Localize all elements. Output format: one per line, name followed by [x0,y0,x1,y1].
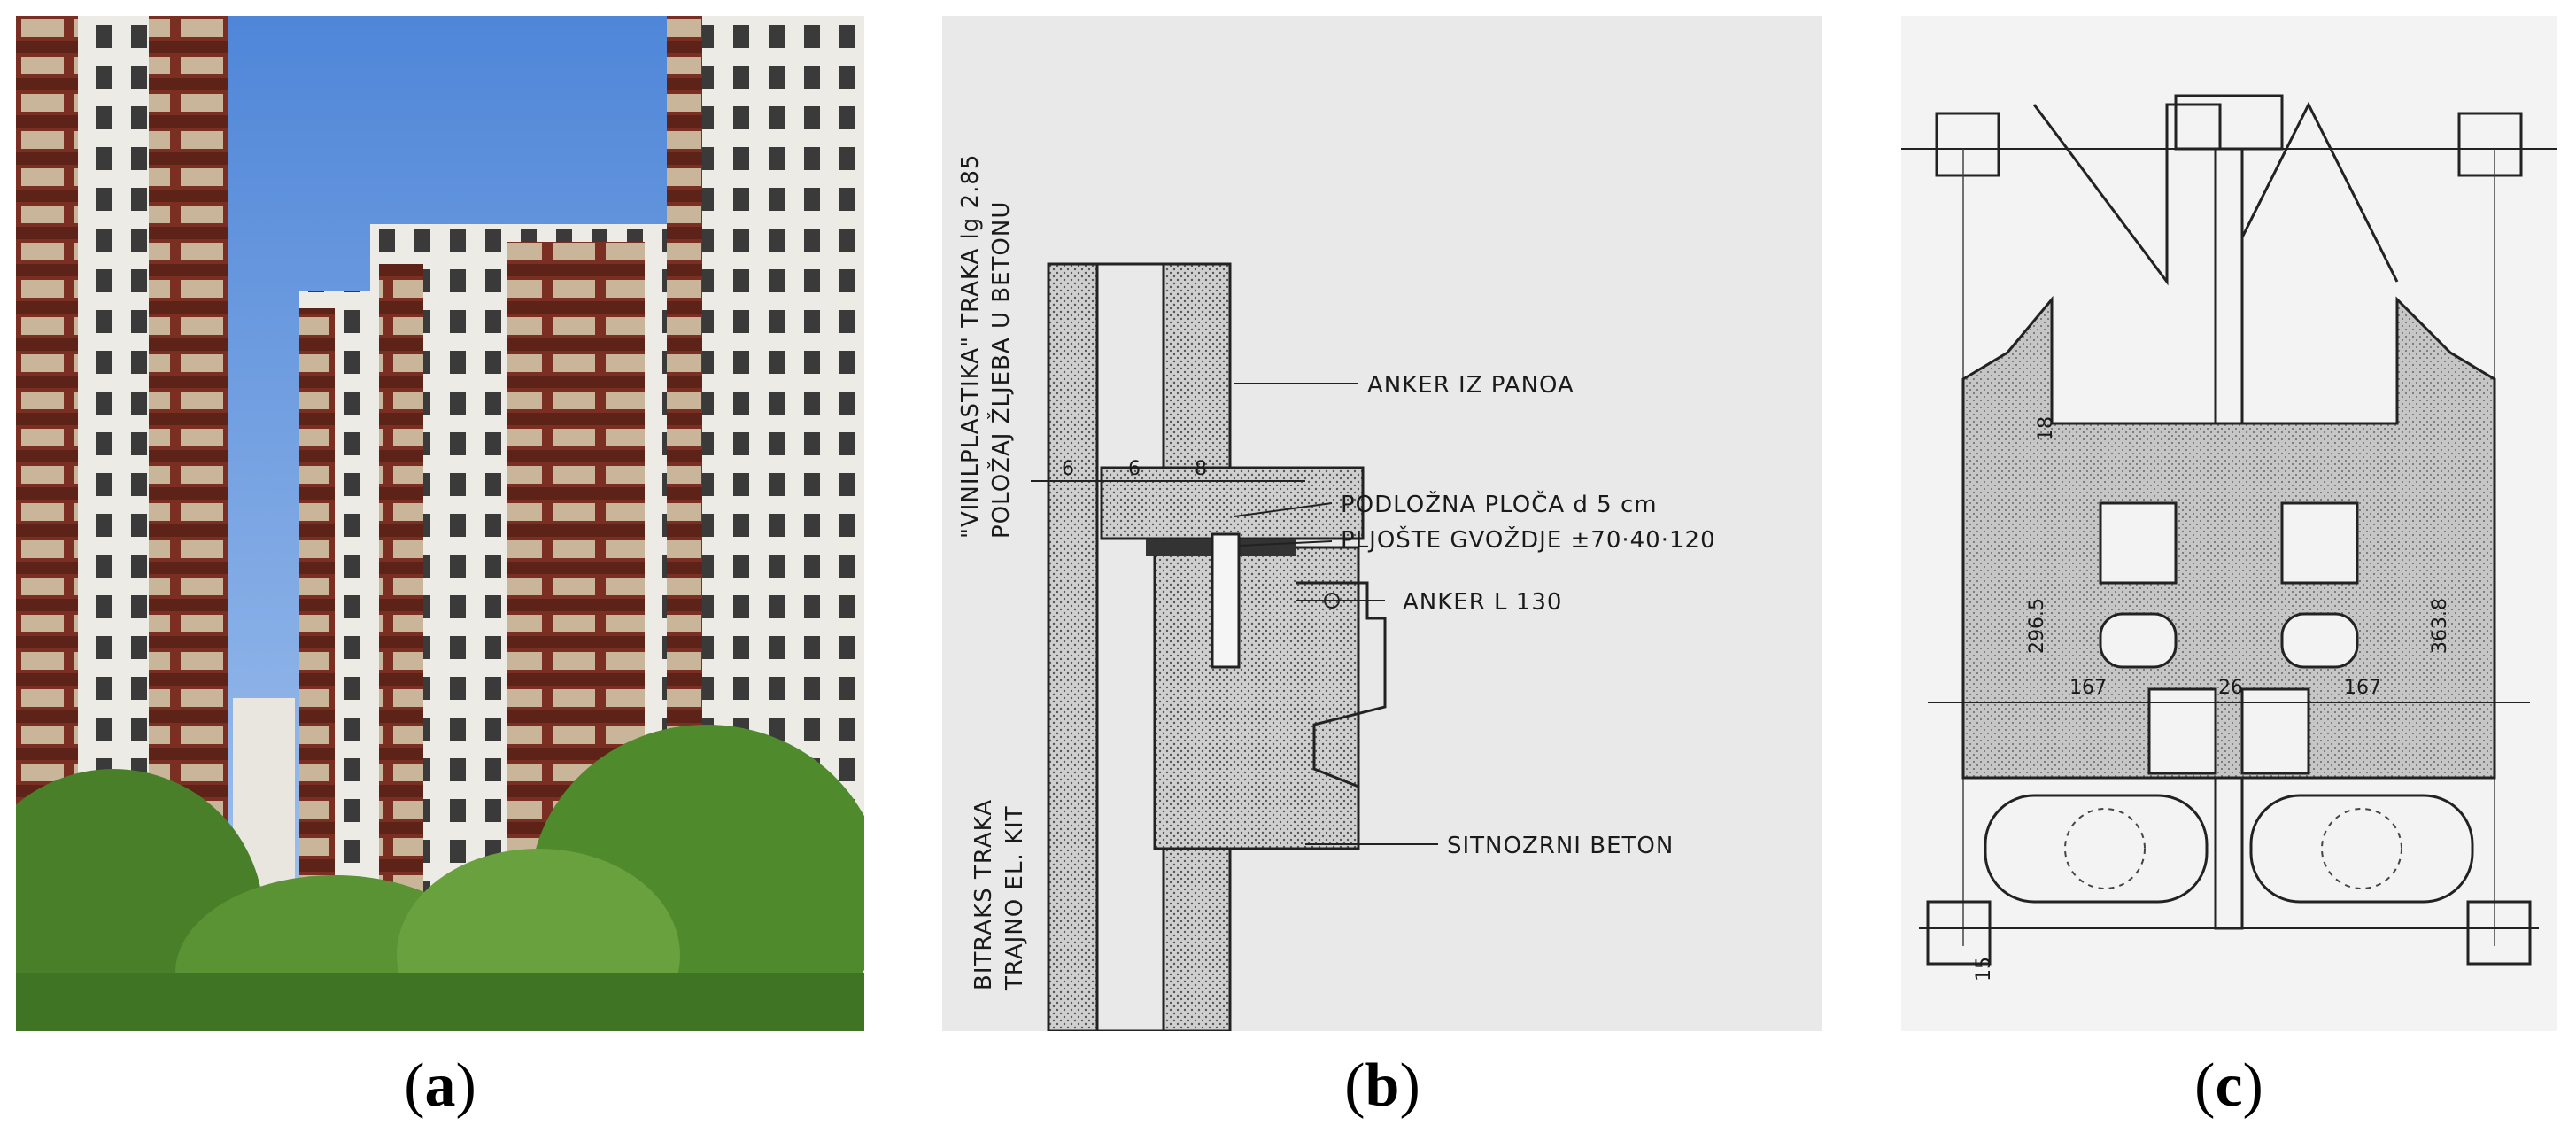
dim-label-2: 6 [1128,458,1141,480]
label-vinil: "VINILPLASTIKA" TRAKA lg 2.85 [957,154,984,539]
ground-foliage [16,973,864,1031]
label-podlozna: PODLOŽNA PLOČA d 5 cm [1341,490,1658,518]
joint-detail-svg: ANKER IZ PANOA PODLOŽNA PLOČA d 5 cm PLJ… [957,154,1716,1031]
room-right-wc [2280,612,2359,669]
top-right-column [2457,112,2523,177]
floor-plan-svg: 167 26 167 296.5 363.8 18 15 [1901,94,2557,982]
joint-detail-drawing: ANKER IZ PANOA PODLOŽNA PLOČA d 5 cm PLJ… [942,16,1822,1031]
outer-panel-layer [1047,262,1099,1031]
dim-label-mid: 26 [2218,677,2243,699]
core-walls-hatched [1961,295,2496,780]
label-sitnozrni: SITNOZRNI BETON [1447,833,1674,859]
dim-label-vert-left: 296.5 [2026,598,2048,654]
room-right-upper [2280,501,2359,585]
caption-b: (b) [1344,1052,1420,1120]
caption-c: (c) [2194,1052,2263,1120]
dim-label-right: 167 [2344,677,2381,699]
label-trajno: TRAJNO EL. KIT [1002,805,1028,991]
dim-label-1: 6 [1062,458,1074,480]
label-bitraks: BITRAKS TRAKA [971,799,997,990]
zigzag-wall [2032,101,2399,286]
dim-label-bottom: 15 [1973,957,1995,982]
room-left-upper [2099,501,2178,585]
bottom-left-column [1926,900,1992,966]
photo-panel [16,16,864,1031]
leader-pljoste [1238,540,1333,547]
room-left-wc [2099,612,2178,669]
floor-plan-drawing: 167 26 167 296.5 363.8 18 15 [1901,16,2557,1031]
caption-a: (a) [404,1052,476,1120]
label-anker-l: ANKER L 130 [1403,589,1562,616]
plant-right [2321,808,2402,889]
dim-label-left: 167 [2069,677,2107,699]
balcony-right [2249,794,2474,904]
balcony-left [1984,794,2209,904]
plant-left [2064,808,2146,889]
bottom-right-column [2466,900,2532,966]
anchor-bolt [1211,532,1241,669]
leader-podlozna [1234,502,1333,517]
label-pljoste: PLJOŠTE GVOŽDJE ±70·40·120 [1341,525,1716,554]
slab-block [1100,466,1365,540]
fine-concrete-block [1153,546,1360,850]
dim-label-3: 8 [1195,458,1207,480]
tower-photo [16,16,864,1031]
label-polozaj: POLOŽAJ ŽLJEBA U BETONU [986,201,1015,539]
top-left-column [1935,112,2000,177]
dim-label-vert-right: 363.8 [2429,598,2451,654]
dim-label-top: 18 [2035,416,2057,441]
label-anker-panoa: ANKER IZ PANOA [1367,372,1574,399]
